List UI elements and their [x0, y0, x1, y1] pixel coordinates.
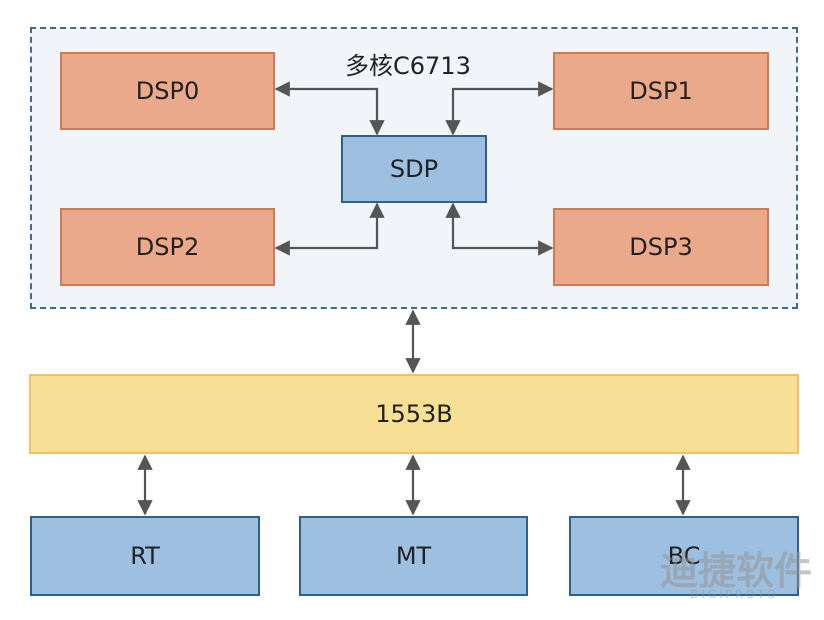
region-title: 多核C6713: [345, 52, 471, 80]
dsp1-box: DSP1: [553, 52, 769, 130]
sdp-box: SDP: [341, 135, 487, 203]
dsp2-box: DSP2: [60, 208, 275, 286]
arrow-dsp0-sdp: [274, 81, 385, 136]
rt-box: RT: [30, 516, 260, 596]
bus-1553b-box: 1553B: [29, 374, 799, 454]
arrow-dsp3-sdp: [445, 202, 554, 256]
arrow-dsp2-sdp: [274, 202, 385, 256]
dsp3-box: DSP3: [553, 208, 769, 286]
dsp0-box: DSP0: [60, 52, 275, 130]
bc-box: BC: [569, 516, 799, 596]
watermark-sub-text: DIGIPROTO: [690, 588, 779, 601]
mt-box: MT: [299, 516, 528, 596]
arrow-dsp1-sdp: [445, 81, 554, 136]
watermark-logo-text: 迪捷软件: [660, 549, 813, 593]
